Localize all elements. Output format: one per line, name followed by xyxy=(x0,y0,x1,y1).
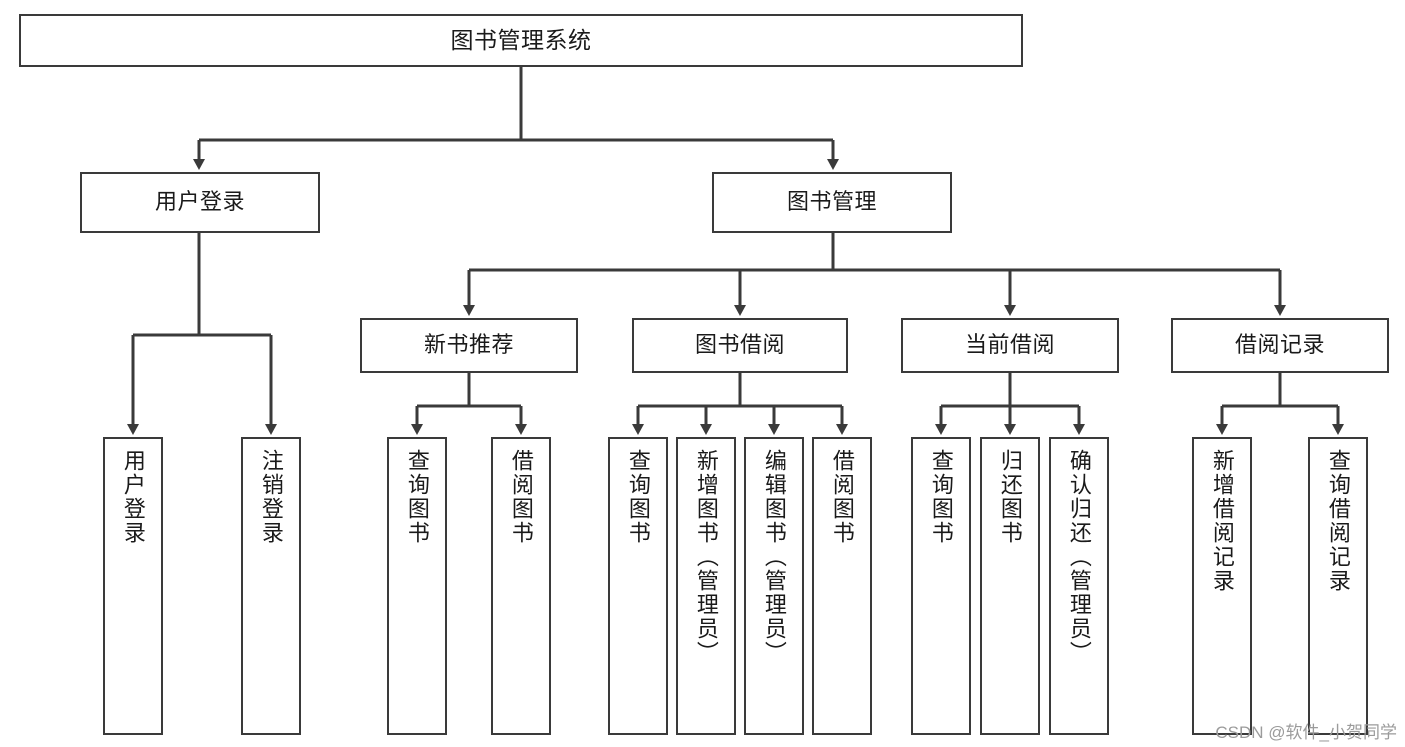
node-leaf-borrow-book-1-label: 借阅图书 xyxy=(508,449,534,545)
node-leaf-add-record-label: 新增借阅记录 xyxy=(1209,449,1235,593)
node-leaf-user-logout-label: 注销登录 xyxy=(258,449,284,545)
node-new-book-recommend[interactable]: 新书推荐 xyxy=(360,318,578,373)
node-borrow-record-label: 借阅记录 xyxy=(1234,332,1325,358)
node-leaf-query-book-2[interactable]: 查询图书 xyxy=(608,437,668,735)
node-book-borrow-label: 图书借阅 xyxy=(694,332,785,358)
node-leaf-edit-book-label: 编辑图书（管理员） xyxy=(761,449,787,665)
node-leaf-edit-book[interactable]: 编辑图书（管理员） xyxy=(744,437,804,735)
node-leaf-query-book-3[interactable]: 查询图书 xyxy=(911,437,971,735)
node-leaf-add-book[interactable]: 新增图书（管理员） xyxy=(676,437,736,735)
node-book-manage-label: 图书管理 xyxy=(786,189,877,215)
node-book-manage[interactable]: 图书管理 xyxy=(712,172,952,233)
node-current-borrow-label: 当前借阅 xyxy=(964,332,1055,358)
node-leaf-borrow-book-2-label: 借阅图书 xyxy=(829,449,855,545)
node-current-borrow[interactable]: 当前借阅 xyxy=(901,318,1119,373)
node-leaf-add-book-label: 新增图书（管理员） xyxy=(693,449,719,665)
node-leaf-confirm-return[interactable]: 确认归还（管理员） xyxy=(1049,437,1109,735)
node-leaf-query-record[interactable]: 查询借阅记录 xyxy=(1308,437,1368,735)
node-leaf-user-login[interactable]: 用户登录 xyxy=(103,437,163,735)
node-new-book-recommend-label: 新书推荐 xyxy=(423,332,514,358)
node-user-login-label: 用户登录 xyxy=(154,189,245,215)
node-borrow-record[interactable]: 借阅记录 xyxy=(1171,318,1389,373)
node-leaf-user-login-label: 用户登录 xyxy=(120,449,146,545)
node-leaf-query-book-3-label: 查询图书 xyxy=(928,449,954,545)
node-root[interactable]: 图书管理系统 xyxy=(19,14,1023,67)
node-user-login[interactable]: 用户登录 xyxy=(80,172,320,233)
node-leaf-query-book-2-label: 查询图书 xyxy=(625,449,651,545)
node-book-borrow[interactable]: 图书借阅 xyxy=(632,318,848,373)
node-leaf-confirm-return-label: 确认归还（管理员） xyxy=(1066,449,1092,665)
node-leaf-query-record-label: 查询借阅记录 xyxy=(1325,449,1351,593)
node-leaf-borrow-book-1[interactable]: 借阅图书 xyxy=(491,437,551,735)
node-leaf-query-book-1[interactable]: 查询图书 xyxy=(387,437,447,735)
node-leaf-add-record[interactable]: 新增借阅记录 xyxy=(1192,437,1252,735)
node-root-label: 图书管理系统 xyxy=(450,26,592,53)
csdn-watermark: CSDN @软件_小贺同学 xyxy=(1215,723,1397,742)
node-leaf-return-book-label: 归还图书 xyxy=(997,449,1023,545)
node-leaf-user-logout[interactable]: 注销登录 xyxy=(241,437,301,735)
node-leaf-query-book-1-label: 查询图书 xyxy=(404,449,430,545)
node-leaf-borrow-book-2[interactable]: 借阅图书 xyxy=(812,437,872,735)
node-leaf-return-book[interactable]: 归还图书 xyxy=(980,437,1040,735)
